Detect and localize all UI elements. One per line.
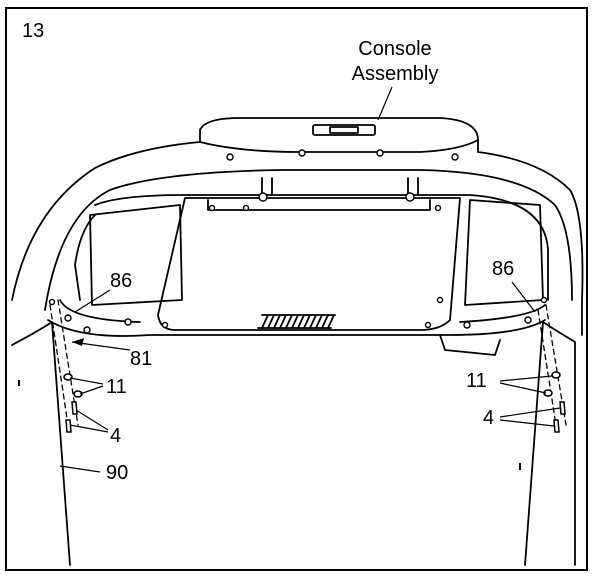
label-4-left: 4 [110, 425, 122, 447]
label-11-right: 11 [466, 370, 487, 392]
right-alignment-line-a [537, 309, 557, 426]
console-label-line2: Assembly [351, 63, 439, 85]
center-cover-plate [157, 197, 461, 331]
label-86-right: 86 [492, 258, 515, 280]
vent-grille [261, 314, 335, 329]
console-label-line1: Console [358, 38, 432, 60]
left-alignment-line-a [49, 304, 69, 426]
console-latch [312, 124, 376, 136]
console-outer-shell [11, 117, 584, 336]
leader-90 [59, 465, 101, 473]
console-inner-shell [44, 169, 573, 311]
leader-11-right-a [499, 375, 553, 382]
label-81: 81 [130, 348, 153, 370]
leader-4-right-a [499, 407, 561, 418]
leader-11-left-a [69, 377, 104, 385]
left-panel [89, 204, 183, 306]
lower-trim [47, 319, 546, 337]
leader-86-right [511, 281, 536, 313]
label-90: 90 [106, 462, 129, 484]
label-11-left: 11 [106, 376, 127, 398]
console-inner-frame [94, 194, 549, 301]
left-alignment-line-b [57, 299, 79, 426]
label-86-left: 86 [110, 270, 133, 292]
step-number: 13 [22, 20, 45, 42]
leader-4-right-b [499, 419, 555, 427]
right-upright-post [524, 321, 576, 566]
arrow-81 [72, 338, 84, 346]
leader-86-left [74, 289, 111, 313]
leader-console [377, 86, 393, 121]
label-4-right: 4 [483, 407, 495, 429]
leader-4-left-a [75, 409, 109, 431]
left-upright-post [11, 321, 71, 566]
leader-11-left-b [79, 385, 104, 395]
step-frame [5, 7, 588, 571]
leader-4-left-b [69, 424, 109, 433]
bolt-4-set [65, 401, 566, 433]
console-handle [199, 139, 479, 153]
leader-11-right-b [499, 382, 547, 394]
